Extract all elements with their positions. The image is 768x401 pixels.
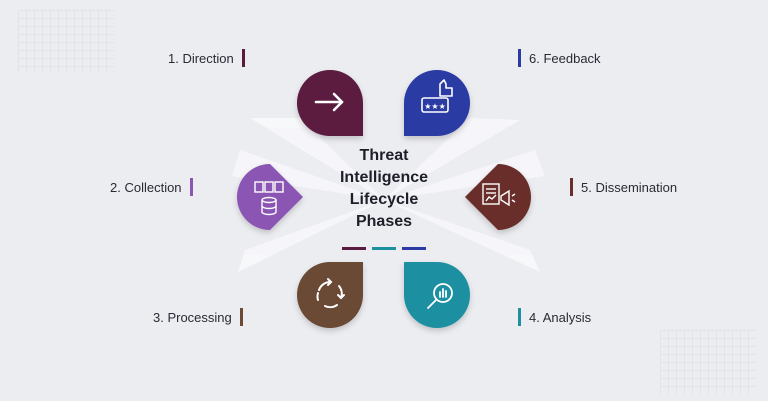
ray-collection xyxy=(232,150,384,200)
report-megaphone-icon xyxy=(482,183,516,207)
phase-node-direction xyxy=(296,69,363,136)
phase-label-text: 6. Feedback xyxy=(529,50,601,66)
ray-feedback xyxy=(384,118,520,200)
title-line: Phases xyxy=(355,213,413,230)
center-title: Threat Intelligence Lifecycle Phases xyxy=(318,145,450,233)
phase-node-processing xyxy=(297,262,363,328)
magnifier-chart-icon xyxy=(427,283,453,309)
thumbs-up-rating-icon: ★★★ xyxy=(421,79,453,113)
phase-node-dissemination xyxy=(465,164,531,230)
phase-label-dissemination: 5. Dissemination xyxy=(570,176,677,198)
phase-node-analysis xyxy=(404,262,470,328)
phase-label-feedback: 6. Feedback xyxy=(518,47,601,69)
arrow-right-icon xyxy=(314,92,344,112)
phase-label-processing: 3. Processing xyxy=(153,306,243,328)
phase-node-feedback: ★★★ xyxy=(404,69,471,136)
label-accent-bar xyxy=(239,308,243,326)
ray-analysis xyxy=(384,200,540,272)
label-accent-bar xyxy=(518,308,521,326)
ray-processing xyxy=(238,200,384,272)
title-line: Intelligence xyxy=(339,169,429,186)
label-accent-bar xyxy=(189,178,193,196)
cycle-arrows-icon xyxy=(316,278,345,309)
phase-label-text: 1. Direction xyxy=(168,50,234,66)
accent-line xyxy=(372,247,396,250)
phase-label-text: 4. Analysis xyxy=(529,309,592,325)
documents-database-icon xyxy=(254,181,284,216)
accent-line xyxy=(402,247,426,250)
svg-text:★★★: ★★★ xyxy=(424,102,446,111)
background-grid-decoration xyxy=(18,10,114,74)
center-accent-lines xyxy=(342,247,426,250)
background-grid-decoration xyxy=(660,330,756,394)
accent-line xyxy=(342,247,366,250)
phase-label-text: 3. Processing xyxy=(153,309,232,325)
phase-label-text: 5. Dissemination xyxy=(581,179,678,195)
title-line: Lifecycle xyxy=(349,191,419,208)
label-accent-bar xyxy=(518,49,521,67)
phase-label-direction: 1. Direction xyxy=(168,47,245,69)
label-accent-bar xyxy=(570,178,573,196)
phase-label-collection: 2. Collection xyxy=(110,176,193,198)
phase-node-collection xyxy=(237,164,303,230)
label-accent-bar xyxy=(241,49,245,67)
phase-label-text: 2. Collection xyxy=(110,179,182,195)
light-rays xyxy=(232,118,545,272)
ray-direction xyxy=(250,118,384,200)
phase-label-analysis: 4. Analysis xyxy=(518,306,591,328)
title-line: Threat xyxy=(359,147,409,164)
ray-dissemination xyxy=(384,150,545,200)
